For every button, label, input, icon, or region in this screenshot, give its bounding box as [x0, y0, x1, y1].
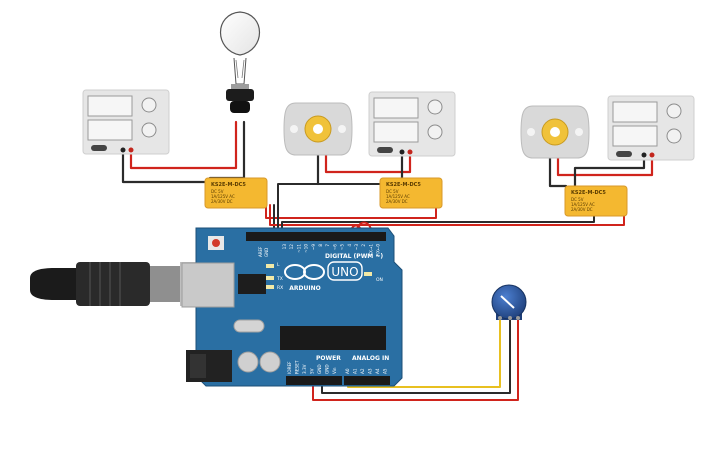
- psu-neg-terminal[interactable]: [399, 149, 405, 155]
- usb-socket: [181, 262, 235, 308]
- power-pin-label: Vin: [332, 367, 337, 374]
- relay-line: 2A/30V DC: [386, 199, 408, 204]
- board-brand: ARDUINO: [289, 285, 320, 292]
- power-label: POWER: [316, 355, 341, 362]
- digital-header[interactable]: [246, 232, 386, 241]
- psu-pos-terminal[interactable]: [649, 152, 655, 158]
- power-pin-label: GND: [325, 364, 330, 374]
- digital-pin-label: ~3: [354, 244, 359, 251]
- power-pin-label: 5V: [310, 368, 315, 374]
- digital-pin-label: 8: [318, 244, 323, 247]
- wire-red-5v-pot: [312, 317, 519, 401]
- tx-label: TX: [276, 276, 283, 282]
- relay-line: DC 5V: [386, 189, 399, 194]
- wire-red-motor1-psu2: [324, 150, 412, 174]
- power-supply-right[interactable]: [607, 95, 695, 161]
- wire-black-relay2: [277, 183, 387, 237]
- digital-pin-label: ~11: [296, 244, 301, 253]
- board-model: UNO: [331, 265, 358, 279]
- wire-red-relay-bus: [265, 204, 437, 219]
- relay-line: DC 5V: [571, 197, 584, 202]
- dc-motor-icon[interactable]: [283, 102, 353, 156]
- power-pin-label: 3.3V: [302, 364, 307, 374]
- relay-2[interactable]: KS2E-M-DC5 DC 5V 1A/125V AC 2A/30V DC: [379, 177, 443, 209]
- wire-black-psu1-relay1: [121, 150, 207, 184]
- analog-label: ANALOG IN: [352, 355, 389, 362]
- power-supply-middle[interactable]: [368, 91, 456, 157]
- power-pin-label: GND: [317, 364, 322, 374]
- power-jack-icon: [186, 350, 232, 382]
- power-header[interactable]: [286, 376, 342, 385]
- power-pin-label: IOREF: [287, 361, 292, 374]
- l-label: L: [277, 262, 280, 268]
- relay-1[interactable]: KS2E-M-DC5 DC 5V 1A/125V AC 2A/30V DC: [204, 177, 268, 209]
- digital-pin-label: ~5: [340, 244, 345, 251]
- digital-pin-label: TX→1: [368, 244, 373, 257]
- digital-pin-label: ~9: [311, 244, 316, 251]
- psu-pos-terminal[interactable]: [128, 147, 134, 153]
- power-supply-left[interactable]: [82, 89, 170, 155]
- digital-pin-label: RX←0: [376, 244, 381, 256]
- relay-line: 1A/125V AC: [386, 194, 410, 199]
- power-pin-label: RESET: [295, 360, 300, 374]
- dc-motor-icon[interactable]: [520, 105, 590, 159]
- gnd-label: GND: [264, 248, 269, 257]
- on-label: ON: [376, 277, 383, 283]
- digital-pin-label: 13: [282, 244, 287, 250]
- analog-header[interactable]: [344, 376, 390, 385]
- usb-cable-icon[interactable]: [30, 262, 204, 306]
- relay-title: KS2E-M-DC5: [211, 182, 246, 188]
- reset-button[interactable]: [212, 239, 220, 247]
- arduino-uno-board[interactable]: UNO ARDUINO DIGITAL (PWM ~) POWER ANALOG…: [181, 227, 403, 387]
- microcontroller-chip: [280, 326, 386, 350]
- arduino-logo: [284, 264, 325, 280]
- relay-line: 2A/30V DC: [571, 207, 593, 212]
- digital-pin-label: 4: [347, 244, 352, 247]
- analog-pin-label: A1: [353, 368, 358, 374]
- relay-title: KS2E-M-DC5: [571, 190, 606, 196]
- psu-neg-terminal[interactable]: [120, 147, 126, 153]
- wire-red-motor2-psu3: [556, 153, 654, 177]
- wire-black-psu3-relay3: [573, 153, 646, 188]
- relay-3[interactable]: KS2E-M-DC5 DC 5V 1A/125V AC 2A/30V DC: [564, 185, 628, 217]
- relay-line: 1A/125V AC: [571, 202, 595, 207]
- lightbulb-icon[interactable]: [219, 11, 261, 113]
- analog-pin-label: A4: [375, 368, 380, 374]
- analog-pin-label: A5: [383, 368, 388, 374]
- psu-neg-terminal[interactable]: [641, 152, 647, 158]
- wire-black-motor2: [548, 156, 568, 188]
- potentiometer-icon[interactable]: [491, 284, 527, 320]
- digital-pin-label: 12: [289, 244, 294, 250]
- digital-label: DIGITAL (PWM ~): [325, 253, 383, 260]
- relay-line: 1A/125V AC: [211, 194, 235, 199]
- relay-title: KS2E-M-DC5: [386, 182, 421, 188]
- analog-pin-label: A3: [368, 368, 373, 374]
- digital-pin-label: ~10: [304, 244, 309, 253]
- digital-pin-label: ~6: [332, 244, 337, 251]
- analog-pin-label: A0: [345, 368, 350, 374]
- digital-pin-label: 2: [361, 244, 366, 247]
- relay-line: DC 5V: [211, 189, 224, 194]
- rx-label: RX: [277, 285, 283, 291]
- analog-pin-label: A2: [360, 368, 365, 374]
- relay-line: 2A/30V DC: [211, 199, 233, 204]
- wire-black-bulb-relay1: [208, 120, 246, 188]
- psu-pos-terminal[interactable]: [407, 149, 413, 155]
- wire-red-psu1-bulb: [129, 120, 238, 170]
- digital-pin-label: 7: [325, 244, 330, 247]
- aref-label: AREF: [258, 246, 263, 257]
